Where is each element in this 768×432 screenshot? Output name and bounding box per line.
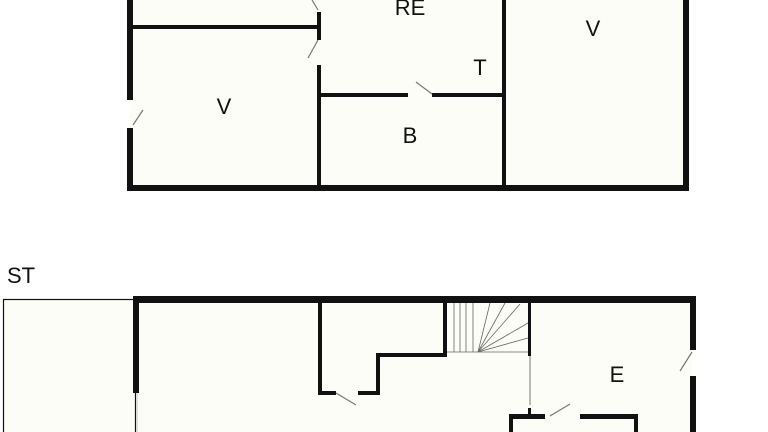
- upper-floor: RE T V V B: [127, 0, 689, 191]
- door-swing-icon: [307, 39, 319, 59]
- staircase: [447, 302, 529, 353]
- door-swing-icon: [335, 392, 357, 406]
- lower-walls: [133, 296, 696, 432]
- door-swing-icon: [415, 81, 433, 95]
- room-label-b: B: [403, 123, 418, 148]
- room-label-v-right: V: [586, 16, 601, 41]
- door-swing-icon: [679, 351, 693, 372]
- door-swing-icon: [549, 403, 571, 417]
- door-swing-icon: [311, 0, 319, 11]
- upper-walls: [127, 0, 689, 191]
- room-label-v-left: V: [217, 94, 232, 119]
- area-label-st: ST: [7, 263, 35, 288]
- terrace-area: [2, 298, 137, 432]
- door-swing-icon: [132, 109, 144, 126]
- lower-floor: ST: [2, 263, 696, 432]
- lower-doors: [335, 351, 693, 417]
- room-label-e: E: [610, 362, 625, 387]
- room-label-t: T: [473, 55, 486, 80]
- lower-left-opening: [136, 393, 138, 432]
- lower-floor-area: [138, 302, 692, 432]
- upper-doors: [132, 0, 433, 126]
- room-label-re: RE: [395, 0, 426, 20]
